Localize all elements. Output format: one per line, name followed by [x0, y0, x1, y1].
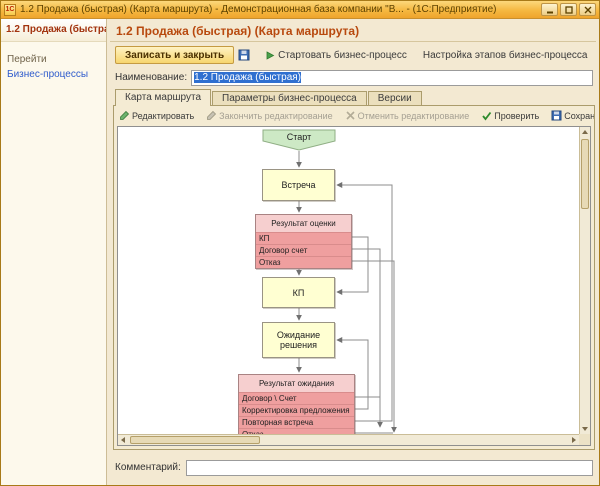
- close-button[interactable]: [579, 3, 596, 16]
- name-field-row: Наименование: 1.2 Продажа (быстрая): [115, 69, 593, 86]
- flowchart-area[interactable]: Старт Встреча Результат оценки КП Догово…: [118, 127, 579, 434]
- floppy-icon: [551, 110, 562, 121]
- cancel-edit-icon: [345, 110, 356, 121]
- flow-node-label: Ожидание решения: [264, 330, 333, 350]
- window-controls: [541, 3, 596, 16]
- edit-pencil-icon: [119, 110, 130, 121]
- name-input-selected-text: 1.2 Продажа (быстрая): [194, 72, 301, 83]
- start-process-label: Стартовать бизнес-процесс: [278, 50, 407, 61]
- condition-row[interactable]: Корректировка предложения: [239, 404, 354, 416]
- check-label: Проверить: [494, 111, 539, 121]
- sidebar-section-label: Перейти: [7, 54, 100, 65]
- condition-title: Результат ожидания: [239, 375, 354, 392]
- horizontal-scrollbar[interactable]: [118, 434, 579, 445]
- finish-edit-icon: [206, 110, 217, 121]
- app-icon: 1С: [4, 4, 16, 16]
- window-title: 1.2 Продажа (быстрая) (Карта маршрута) -…: [20, 4, 541, 15]
- map-toolbar: Редактировать Закончить редактирование О…: [114, 106, 594, 125]
- map-save-label: Сохранить: [564, 111, 594, 121]
- condition-title: Результат оценки: [256, 215, 351, 232]
- edit-button[interactable]: Редактировать: [117, 109, 196, 122]
- scroll-left-arrow[interactable]: [118, 435, 128, 445]
- condition-row[interactable]: Отказ: [256, 256, 351, 268]
- maximize-icon: [565, 6, 573, 14]
- command-bar: Записать и закрыть Стартовать бизнес-про…: [115, 45, 595, 65]
- close-icon: [584, 6, 592, 14]
- save-and-close-button[interactable]: Записать и закрыть: [115, 46, 234, 64]
- comment-field-row: Комментарий:: [115, 459, 593, 476]
- route-map-panel: Редактировать Закончить редактирование О…: [113, 105, 595, 450]
- check-icon: [481, 110, 492, 121]
- flow-node-meeting[interactable]: Встреча: [262, 169, 335, 201]
- edit-label: Редактировать: [132, 111, 194, 121]
- sidebar: 1.2 Продажа (быстра... Перейти Бизнес-пр…: [1, 19, 107, 485]
- main-area: 1.2 Продажа (быстрая) (Карта маршрута) З…: [108, 19, 599, 485]
- condition-row[interactable]: Договор счет: [256, 244, 351, 256]
- scroll-down-arrow[interactable]: [580, 424, 590, 434]
- tab-strip: Карта маршрута Параметры бизнес-процесса…: [115, 89, 593, 106]
- name-input[interactable]: 1.2 Продажа (быстрая): [191, 70, 593, 86]
- flow-node-kp[interactable]: КП: [262, 277, 335, 308]
- tab-process-parameters[interactable]: Параметры бизнес-процесса: [212, 91, 367, 106]
- condition-row[interactable]: КП: [256, 232, 351, 244]
- save-icon: [238, 49, 250, 61]
- condition-row[interactable]: Повторная встреча: [239, 416, 354, 428]
- cancel-edit-label: Отменить редактирование: [358, 111, 470, 121]
- flow-node-start[interactable]: Старт: [262, 129, 336, 151]
- sidebar-link-business-processes[interactable]: Бизнес-процессы: [7, 69, 100, 80]
- stages-setup-button[interactable]: Настройка этапов бизнес-процесса: [420, 49, 591, 62]
- flow-node-result-waiting[interactable]: Результат ожидания Договор \ Счет Коррек…: [238, 374, 355, 434]
- window-titlebar: 1С 1.2 Продажа (быстрая) (Карта маршрута…: [1, 1, 599, 19]
- map-save-button[interactable]: Сохранить: [549, 109, 594, 122]
- finish-edit-button[interactable]: Закончить редактирование: [204, 109, 334, 122]
- check-button[interactable]: Проверить: [479, 109, 541, 122]
- minimize-icon: [546, 6, 554, 14]
- minimize-button[interactable]: [541, 3, 558, 16]
- vertical-scrollbar[interactable]: [579, 127, 590, 434]
- horizontal-scroll-thumb[interactable]: [130, 436, 260, 444]
- start-node-label: Старт: [262, 132, 336, 142]
- scroll-right-arrow[interactable]: [569, 435, 579, 445]
- route-map-canvas[interactable]: Старт Встреча Результат оценки КП Догово…: [117, 126, 591, 446]
- flow-node-label: КП: [293, 288, 305, 298]
- condition-row[interactable]: Договор \ Счет: [239, 392, 354, 404]
- comment-label: Комментарий:: [115, 462, 181, 473]
- flow-node-waiting-decision[interactable]: Ожидание решения: [262, 322, 335, 358]
- sidebar-title: 1.2 Продажа (быстра...: [1, 19, 106, 42]
- start-process-button[interactable]: Стартовать бизнес-процесс: [261, 49, 410, 62]
- scrollbar-corner: [579, 434, 590, 445]
- start-process-icon: [264, 50, 275, 61]
- tab-route-map[interactable]: Карта маршрута: [115, 89, 211, 106]
- scroll-up-arrow[interactable]: [580, 127, 590, 137]
- save-button[interactable]: [237, 46, 251, 64]
- flow-node-result-evaluation[interactable]: Результат оценки КП Договор счет Отказ: [255, 214, 352, 269]
- all-actions-button[interactable]: Все действия: [596, 49, 600, 62]
- comment-input[interactable]: [186, 460, 593, 476]
- vertical-scroll-thumb[interactable]: [581, 139, 589, 209]
- cancel-edit-button[interactable]: Отменить редактирование: [343, 109, 472, 122]
- page-title: 1.2 Продажа (быстрая) (Карта маршрута): [116, 24, 359, 38]
- tab-versions[interactable]: Версии: [368, 91, 422, 106]
- maximize-button[interactable]: [560, 3, 577, 16]
- name-label: Наименование:: [115, 72, 187, 83]
- stages-setup-label: Настройка этапов бизнес-процесса: [423, 50, 588, 61]
- finish-edit-label: Закончить редактирование: [219, 111, 332, 121]
- flow-node-label: Встреча: [281, 180, 315, 190]
- title-separator: [110, 41, 596, 42]
